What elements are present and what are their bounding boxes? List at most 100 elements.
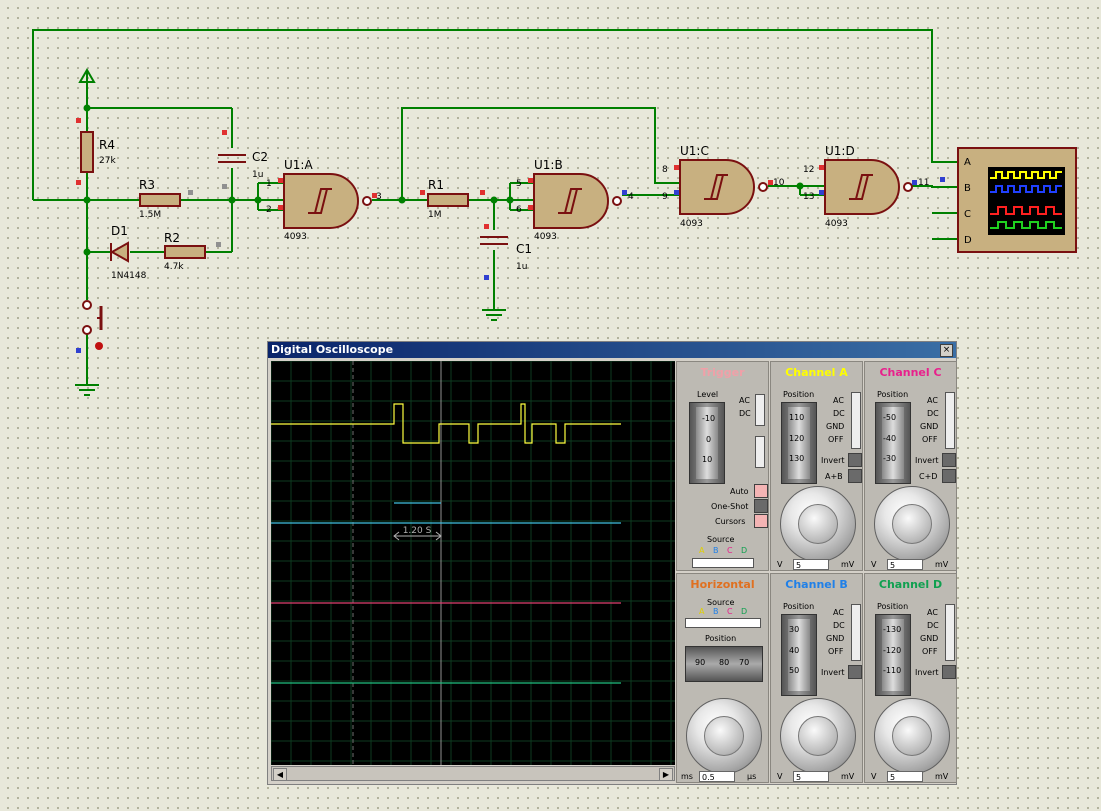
- channel-a-sum-button[interactable]: [848, 469, 862, 483]
- channel-b-volts-value[interactable]: 5: [793, 771, 829, 782]
- channel-a-title: Channel A: [785, 366, 848, 379]
- horiz-position-wheel[interactable]: [685, 646, 763, 682]
- trigger-ac-label: AC: [739, 396, 750, 405]
- scroll-left-icon[interactable]: ◀: [273, 768, 287, 781]
- channel-b-coupling-toggle[interactable]: [851, 604, 861, 661]
- channel-d-volts-value[interactable]: 5: [887, 771, 923, 782]
- channel-b-tick-1: 30: [789, 625, 800, 634]
- channel-c-coupling-toggle[interactable]: [945, 392, 955, 449]
- channel-c-position-slider[interactable]: [875, 402, 911, 484]
- u1a-pin2: 2: [266, 205, 272, 215]
- horiz-src-d: D: [741, 607, 748, 616]
- channel-b-position-slider[interactable]: [781, 614, 817, 696]
- trigger-source-slider[interactable]: [692, 558, 754, 568]
- horizontal-title: Horizontal: [690, 578, 755, 591]
- trigger-coupling-toggle[interactable]: [755, 394, 765, 426]
- channel-a-position-label: Position: [783, 390, 815, 399]
- channel-d-volts-knob[interactable]: [874, 698, 950, 774]
- gate-u1d[interactable]: [824, 159, 913, 215]
- capacitor-c1[interactable]: [480, 236, 508, 245]
- channel-c-tick-3: -30: [883, 454, 897, 463]
- channel-panel-b: Channel B Position 30 40 50 AC DC GND OF…: [770, 573, 863, 783]
- channel-b-off: OFF: [828, 647, 844, 656]
- channel-d-position-slider[interactable]: [875, 614, 911, 696]
- horiz-src-c: C: [727, 607, 733, 616]
- scroll-right-icon[interactable]: ▶: [659, 768, 673, 781]
- channel-b-dc: DC: [833, 621, 845, 630]
- auto-button[interactable]: [754, 484, 768, 498]
- channel-a-invert-button[interactable]: [848, 453, 862, 467]
- power-terminal[interactable]: [78, 68, 96, 83]
- horiz-position-label: Position: [705, 634, 737, 643]
- resistor-r1[interactable]: [427, 193, 469, 207]
- trigger-dc-label: DC: [739, 409, 751, 418]
- resistor-r4[interactable]: [80, 131, 94, 173]
- timebase-value[interactable]: 0.5: [699, 771, 735, 782]
- channel-c-invert-button[interactable]: [942, 453, 956, 467]
- horizontal-scrollbar[interactable]: ◀ ▶: [271, 766, 675, 781]
- oscilloscope-instrument[interactable]: [957, 147, 1077, 253]
- resistor-r2[interactable]: [164, 245, 206, 259]
- junctions: [83, 104, 804, 256]
- pushbutton-switch[interactable]: [82, 300, 103, 350]
- horiz-unit-left: ms: [681, 772, 693, 781]
- close-icon[interactable]: ×: [940, 344, 953, 357]
- horiz-source-slider[interactable]: [685, 618, 761, 628]
- scope-pin-c: C: [964, 209, 971, 220]
- level-label: Level: [697, 390, 719, 399]
- channel-c-position-label: Position: [877, 390, 909, 399]
- gate-u1c[interactable]: [679, 159, 768, 215]
- channel-b-gnd: GND: [826, 634, 845, 643]
- channel-d-unit-left: V: [871, 772, 877, 781]
- gate-u1a[interactable]: [283, 173, 372, 229]
- timebase-knob[interactable]: [686, 698, 762, 774]
- scope-grid: [271, 361, 675, 765]
- channel-a-position-slider[interactable]: [781, 402, 817, 484]
- channel-c-sum-label: C+D: [919, 472, 938, 481]
- capacitor-c2[interactable]: [218, 154, 246, 163]
- channel-a-tick-2: 120: [789, 434, 805, 443]
- oscilloscope-window[interactable]: Digital Oscilloscope × 1.20 S ◀ ▶ Trigge…: [267, 341, 957, 785]
- trig-src-c: C: [727, 546, 733, 555]
- channel-d-coupling-toggle[interactable]: [945, 604, 955, 661]
- trigger-edge-toggle[interactable]: [755, 436, 765, 468]
- channel-c-sum-button[interactable]: [942, 469, 956, 483]
- u1d-pin12: 12: [803, 165, 814, 175]
- trig-src-b: B: [713, 546, 719, 555]
- hpos-tick-3: 70: [739, 658, 750, 667]
- u1b-ref: U1:B: [534, 158, 563, 172]
- scope-pin-b: B: [964, 183, 971, 194]
- level-tick-mid: 0: [706, 435, 712, 444]
- u1b-pin6: 6: [516, 205, 522, 215]
- trigger-level-slider[interactable]: [689, 402, 725, 484]
- u1c-ref: U1:C: [680, 144, 709, 158]
- channel-a-volts-knob[interactable]: [780, 486, 856, 562]
- channel-b-volts-knob[interactable]: [780, 698, 856, 774]
- r2-ref: R2: [164, 231, 180, 245]
- cursor-measure: [393, 531, 442, 541]
- u1d-ref: U1:D: [825, 144, 855, 158]
- channel-a-volts-value[interactable]: 5: [793, 559, 829, 570]
- u1c-pin8: 8: [662, 165, 668, 175]
- hpos-tick-2: 80: [719, 658, 730, 667]
- channel-a-coupling-toggle[interactable]: [851, 392, 861, 449]
- resistor-r3[interactable]: [139, 193, 181, 207]
- trig-src-a: A: [699, 546, 705, 555]
- diode-d1[interactable]: [109, 241, 129, 263]
- channel-c-volts-value[interactable]: 5: [887, 559, 923, 570]
- channel-d-invert-button[interactable]: [942, 665, 956, 679]
- gate-u1b[interactable]: [533, 173, 622, 229]
- u1d-part: 4093: [825, 219, 848, 229]
- channel-b-invert-button[interactable]: [848, 665, 862, 679]
- channel-a-unit-left: V: [777, 560, 783, 569]
- cursors-button[interactable]: [754, 514, 768, 528]
- u1b-part: 4093: [534, 232, 557, 242]
- trig-src-d: D: [741, 546, 748, 555]
- channel-d-tick-1: -130: [883, 625, 902, 634]
- channel-c-gnd: GND: [920, 422, 939, 431]
- channel-c-volts-knob[interactable]: [874, 486, 950, 562]
- oneshot-button[interactable]: [754, 499, 768, 513]
- scope-screen[interactable]: 1.20 S: [271, 361, 675, 765]
- u1a-pin3: 3: [376, 192, 382, 202]
